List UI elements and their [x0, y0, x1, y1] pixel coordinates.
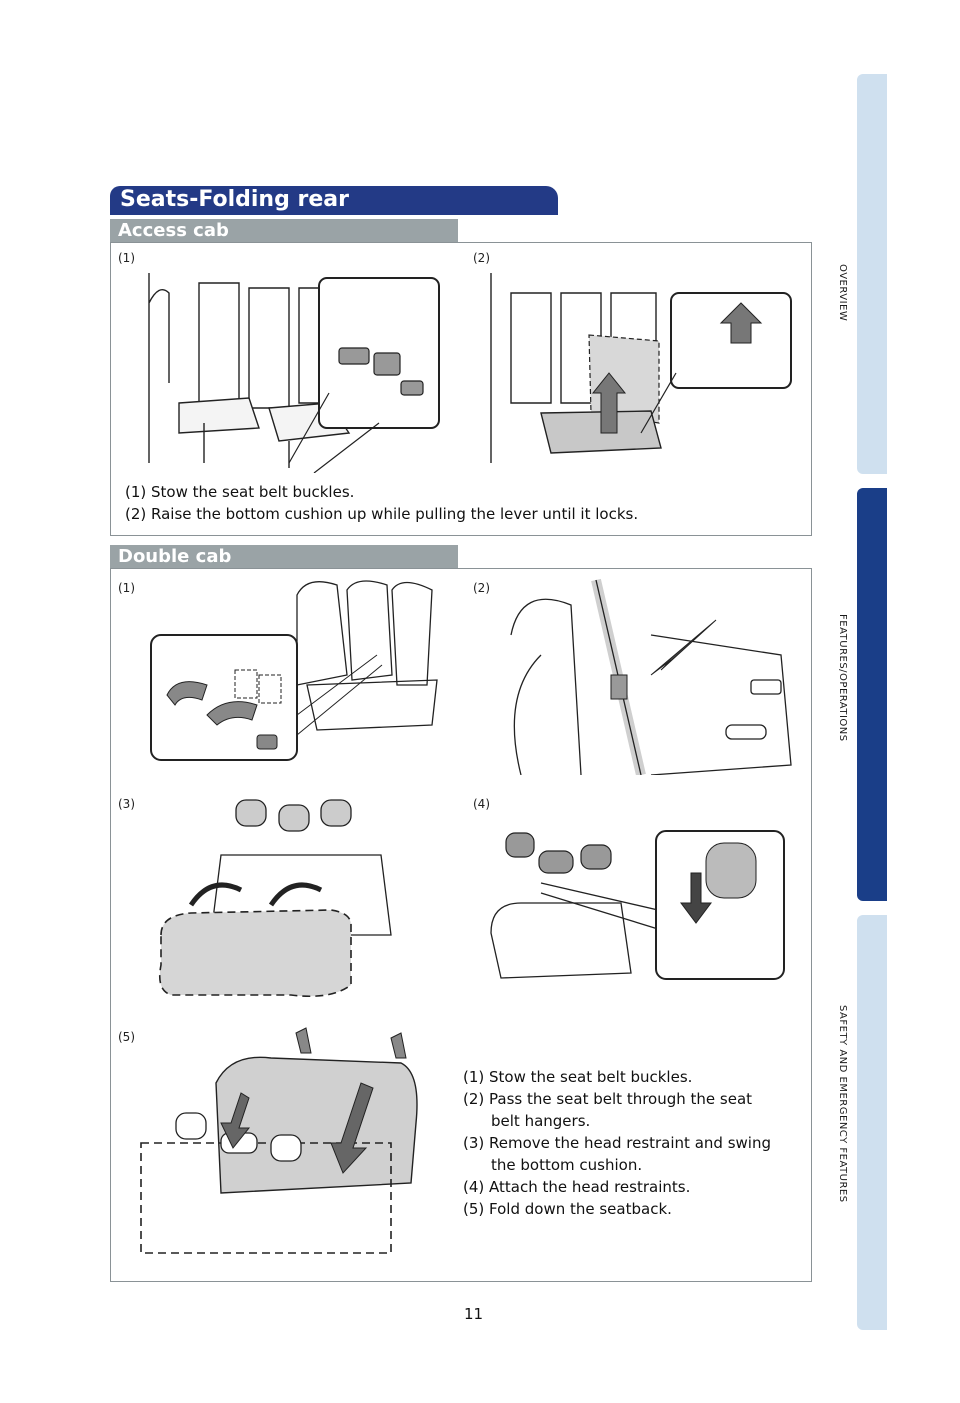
access-step-2: (2) Raise the bottom cushion up while pu… — [125, 505, 639, 523]
double-step-2: (2) Pass the seat belt through the seat — [463, 1090, 753, 1108]
double-cab-fold-seatback-illustration — [140, 1027, 418, 1254]
double-step-4: (4) Attach the head restraints. — [463, 1178, 691, 1196]
double-label-1: (1) — [118, 581, 135, 595]
double-label-2: (2) — [473, 581, 490, 595]
access-label-1: (1) — [118, 251, 135, 265]
access-step-1: (1) Stow the seat belt buckles. — [125, 483, 355, 501]
tab-features-label: FEATURES/OPERATIONS — [837, 614, 848, 742]
tab-overview[interactable]: OVERVIEW — [837, 74, 887, 474]
access-cab-title: Access cab — [118, 220, 229, 241]
double-label-4: (4) — [473, 797, 490, 811]
double-cab-head-restraint-illustration — [158, 799, 392, 998]
double-step-3-cont: the bottom cushion. — [491, 1156, 643, 1174]
access-cab-seat-illustration-2 — [490, 273, 792, 463]
page-number: 11 — [464, 1305, 484, 1323]
page-title-bar: Seats-Folding rear — [110, 186, 558, 214]
side-tabs: OVERVIEW FEATURES/OPERATIONS SAFETY AND … — [837, 74, 887, 1330]
double-cab-steps: (1) Stow the seat belt buckles. (2) Pass… — [463, 1066, 771, 1220]
double-step-3: (3) Remove the head restraint and swing — [463, 1134, 771, 1152]
page-title: Seats-Folding rear — [120, 187, 349, 212]
tab-safety-emergency[interactable]: SAFETY AND EMERGENCY FEATURES — [837, 915, 887, 1330]
double-cab-title: Double cab — [118, 546, 232, 567]
double-label-5: (5) — [118, 1030, 135, 1044]
double-cab-header: Double cab — [110, 545, 458, 569]
access-cab-header: Access cab — [110, 219, 458, 243]
double-step-1: (1) Stow the seat belt buckles. — [463, 1068, 693, 1086]
access-cab-seat-illustration-1 — [148, 273, 440, 473]
double-step-5: (5) Fold down the seatback. — [463, 1200, 672, 1218]
access-label-2: (2) — [473, 251, 490, 265]
access-cab-panel: (1) (2) — [110, 242, 812, 536]
double-step-2-cont: belt hangers. — [491, 1112, 591, 1130]
double-label-3: (3) — [118, 797, 135, 811]
title-underline — [110, 213, 558, 215]
double-cab-attach-restraint-illustration — [490, 830, 785, 980]
access-cab-steps: (1) Stow the seat belt buckles. (2) Rais… — [125, 481, 638, 525]
double-cab-buckle-illustration — [150, 580, 438, 761]
double-cab-panel: (1) (2) (3) (4) (5) — [110, 568, 812, 1282]
tab-overview-label: OVERVIEW — [837, 264, 848, 322]
double-cab-belt-hanger-illustration — [510, 578, 792, 775]
tab-safety-label: SAFETY AND EMERGENCY FEATURES — [837, 1005, 848, 1203]
tab-features-operations[interactable]: FEATURES/OPERATIONS — [837, 488, 887, 901]
